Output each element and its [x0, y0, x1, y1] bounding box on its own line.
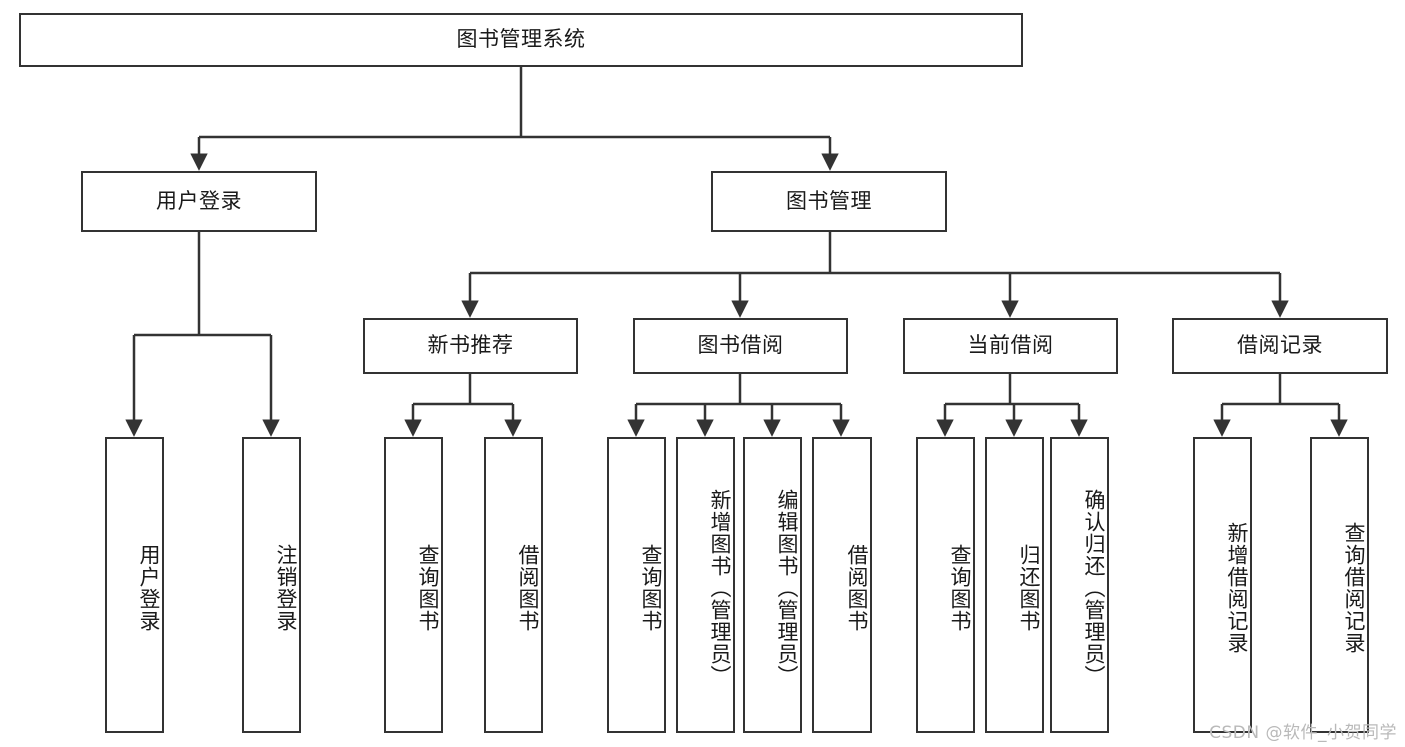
node-user-login[interactable]: 用户登录 — [81, 171, 317, 232]
node-label: 查询图书 — [416, 544, 440, 632]
node-label: 确认归还（管理员） — [1082, 489, 1106, 687]
node-label: 图书管理 — [786, 188, 872, 213]
node-current-borrow[interactable]: 当前借阅 — [903, 318, 1118, 374]
node-borrow-record[interactable]: 借阅记录 — [1172, 318, 1388, 374]
node-label: 当前借阅 — [967, 333, 1054, 358]
node-label: 借阅记录 — [1237, 333, 1323, 358]
leaf-bb-edit-book[interactable]: 编辑图书（管理员） — [743, 437, 802, 733]
leaf-cb-query-book[interactable]: 查询图书 — [916, 437, 975, 733]
node-label: 用户登录 — [137, 544, 161, 632]
node-book-borrow[interactable]: 图书借阅 — [633, 318, 848, 374]
node-label: 编辑图书（管理员） — [775, 489, 799, 687]
node-book-management[interactable]: 图书管理 — [711, 171, 947, 232]
node-label: 新增图书（管理员） — [708, 489, 732, 687]
node-label: 新增借阅记录 — [1225, 522, 1249, 654]
node-label: 图书管理系统 — [456, 27, 586, 52]
node-label: 查询图书 — [639, 544, 663, 632]
leaf-bb-query-book[interactable]: 查询图书 — [607, 437, 666, 733]
node-label: 归还图书 — [1017, 544, 1041, 632]
leaf-bb-add-book[interactable]: 新增图书（管理员） — [676, 437, 735, 733]
node-label: 借阅图书 — [516, 544, 540, 632]
leaf-bb-borrow-book[interactable]: 借阅图书 — [812, 437, 872, 733]
leaf-nb-borrow-book[interactable]: 借阅图书 — [484, 437, 543, 733]
node-root-book-management-system[interactable]: 图书管理系统 — [19, 13, 1023, 67]
node-label: 图书借阅 — [697, 333, 784, 358]
leaf-br-query-record[interactable]: 查询借阅记录 — [1310, 437, 1369, 733]
csdn-watermark: CSDN @软件_小贺同学 — [1209, 723, 1397, 743]
node-label: 新书推荐 — [427, 333, 514, 358]
leaf-br-add-record[interactable]: 新增借阅记录 — [1193, 437, 1252, 733]
leaf-cb-return-book[interactable]: 归还图书 — [985, 437, 1044, 733]
node-label: 借阅图书 — [845, 544, 869, 632]
node-label: 查询图书 — [948, 544, 972, 632]
node-label: 用户登录 — [156, 188, 242, 213]
node-label: 查询借阅记录 — [1342, 522, 1366, 654]
node-label: 注销登录 — [274, 544, 298, 632]
leaf-nb-query-book[interactable]: 查询图书 — [384, 437, 443, 733]
leaf-user-login[interactable]: 用户登录 — [105, 437, 164, 733]
leaf-logout[interactable]: 注销登录 — [242, 437, 301, 733]
node-new-book-recommend[interactable]: 新书推荐 — [363, 318, 578, 374]
leaf-cb-confirm-return[interactable]: 确认归还（管理员） — [1050, 437, 1109, 733]
